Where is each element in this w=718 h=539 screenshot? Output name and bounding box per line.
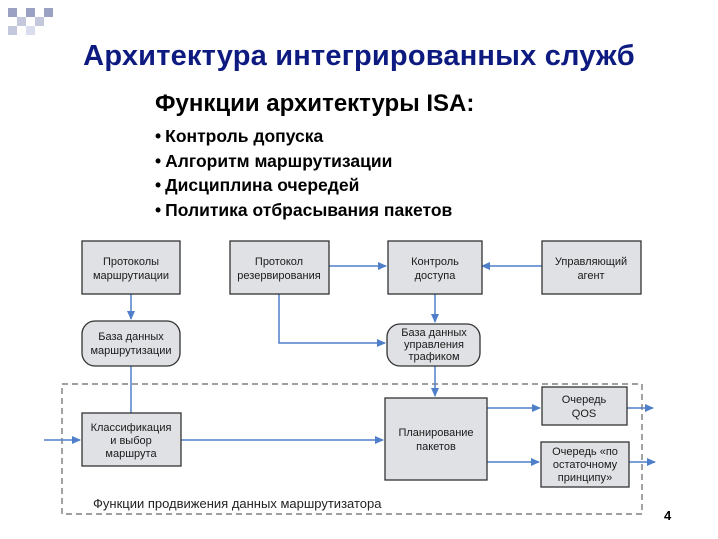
node-label: Контроль <box>411 256 459 268</box>
routing-database: База данных маршрутизации <box>81 320 181 367</box>
node-label: Протокол <box>255 256 303 268</box>
management-agent-box: Управляющий агент <box>541 240 642 295</box>
packet-scheduler-box: Планирование пакетов <box>384 397 488 481</box>
node-label: маршрутизации <box>90 345 171 357</box>
node-label: трафиком <box>408 351 459 363</box>
node-label: Протоколы <box>103 256 159 268</box>
reservation-protocol-box: Протокол резервирования <box>229 240 330 295</box>
node-label: пакетов <box>416 441 456 453</box>
function-item: Политика отбрасывания пакетов <box>155 198 452 223</box>
node-label: Планирование <box>398 427 473 439</box>
node-label: База данных <box>98 331 164 343</box>
arrow <box>278 294 386 347</box>
isa-architecture-diagram: Функции продвижения данных маршрутизатор… <box>44 240 656 515</box>
node-label: Классификация <box>91 422 172 434</box>
qos-queue-box: Очередь QOS <box>541 386 628 426</box>
node-label: доступа <box>415 270 457 282</box>
node-label: маршрута <box>105 448 157 460</box>
node-label: остаточному <box>553 459 618 471</box>
classifier-box: Классификация и выбор маршрута <box>81 412 182 467</box>
function-item: Дисциплина очередей <box>155 173 452 198</box>
best-effort-queue-box: Очередь «по остаточному принципу» <box>540 441 630 488</box>
traffic-control-database: База данных управления трафиком <box>386 323 481 367</box>
node-label: и выбор <box>110 435 152 447</box>
node-label: агент <box>577 270 604 282</box>
slide-title: Архитектура интегрированных служб <box>83 40 635 72</box>
decorative-checker-pattern <box>8 8 53 35</box>
node-label: управления <box>404 339 464 351</box>
node-label: База данных <box>401 327 467 339</box>
forwarding-region-label: Функции продвижения данных маршрутизатор… <box>93 496 382 511</box>
node-label: резервирования <box>237 270 320 282</box>
routing-protocols-box: Протоколы маршрутиации <box>81 240 181 295</box>
function-item: Алгоритм маршрутизации <box>155 149 452 174</box>
node-label: принципу» <box>558 472 612 484</box>
node-label: Очередь «по <box>552 446 618 458</box>
node-label: Управляющий <box>555 256 627 268</box>
node-label: QOS <box>572 408 596 420</box>
forwarding-region <box>61 383 643 515</box>
slide-subtitle: Функции архитектуры ISA: <box>155 90 475 117</box>
function-item: Контроль допуска <box>155 124 452 149</box>
node-label: Очередь <box>562 394 607 406</box>
admission-control-box: Контроль доступа <box>387 240 483 295</box>
node-label: маршрутиации <box>93 270 169 282</box>
function-list: Контроль допуска Алгоритм маршрутизации … <box>155 124 452 222</box>
page-number: 4 <box>664 508 672 523</box>
